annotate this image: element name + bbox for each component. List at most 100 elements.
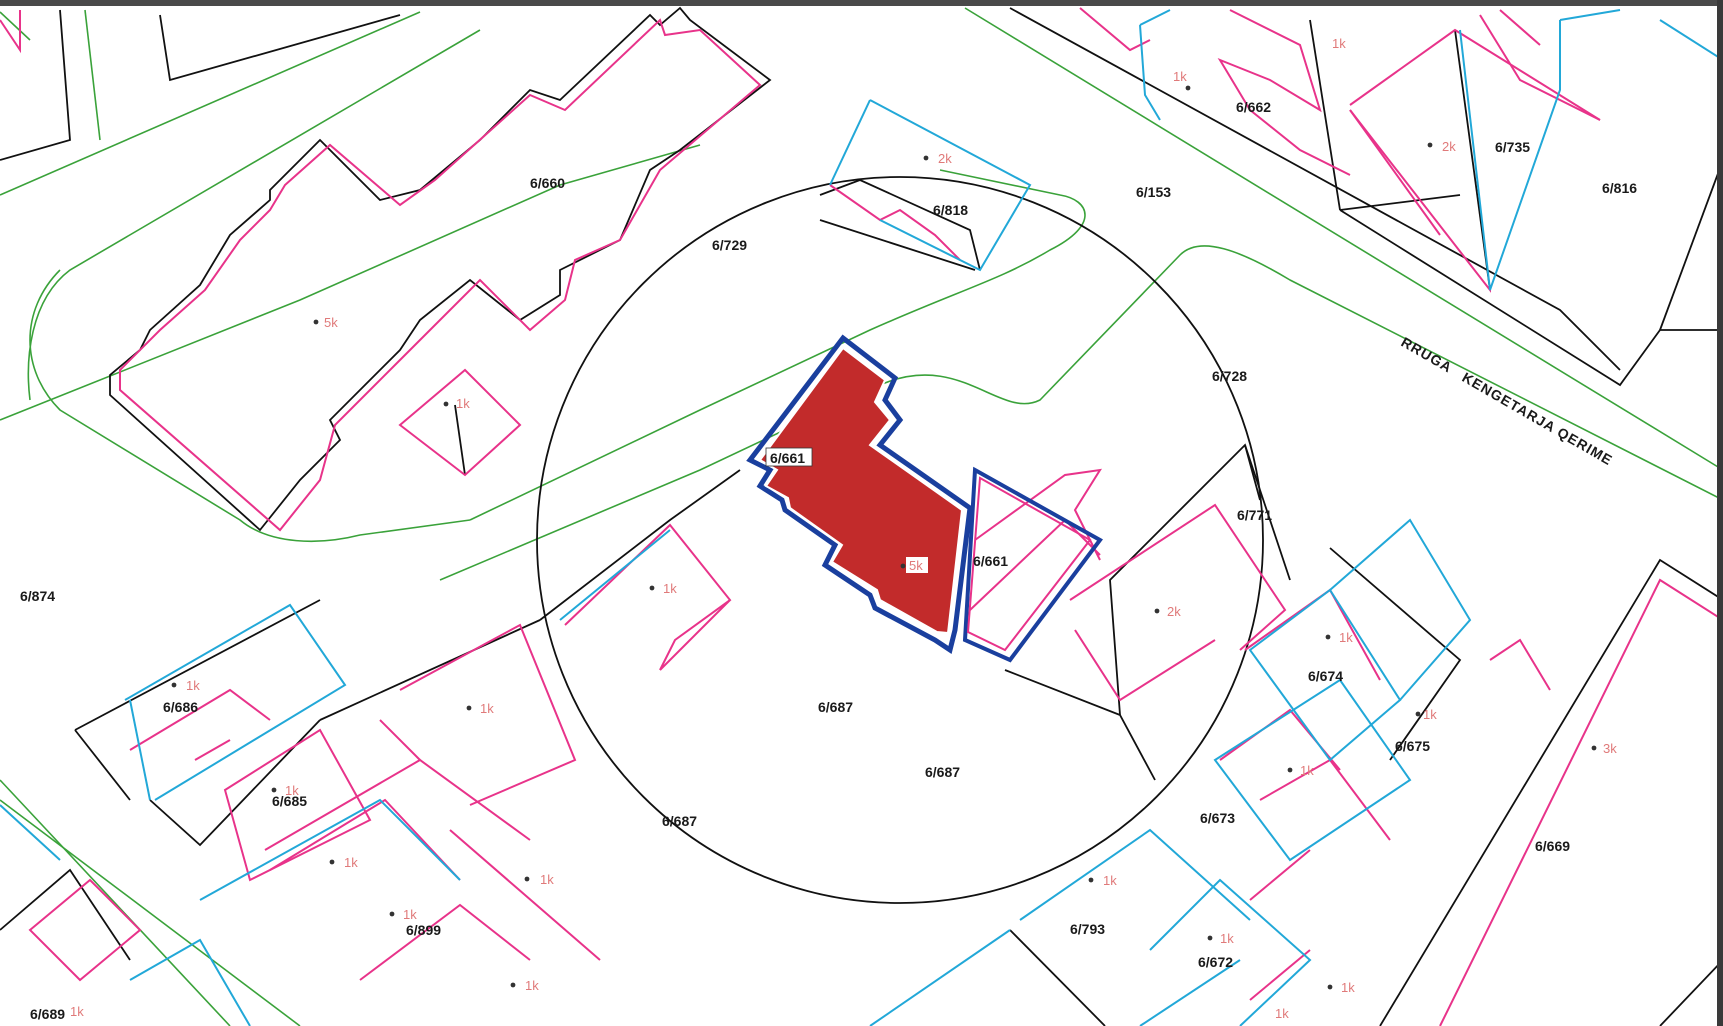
parcel-label: 6/816 (1602, 180, 1637, 196)
building-alt-line (129, 699, 151, 801)
building-outline (819, 219, 976, 271)
building-line (194, 739, 231, 761)
building-line (399, 623, 577, 806)
parcel-label: 6/685 (272, 793, 307, 809)
building-label: 2k (1442, 139, 1456, 154)
parcel-line (74, 599, 321, 731)
building-dot (1287, 767, 1293, 773)
building-outline (1339, 194, 1461, 211)
building-alt-line (829, 99, 871, 186)
building-dot (1207, 935, 1213, 941)
building-label: 1k (1332, 36, 1346, 51)
building-dot (389, 911, 395, 917)
building-line (1489, 638, 1551, 691)
parcel-label: 6/669 (1535, 838, 1570, 854)
building-dot (649, 585, 655, 591)
parcel-label: 6/687 (662, 813, 697, 829)
parcel-line (1659, 959, 1723, 1026)
building-dot (1154, 608, 1160, 614)
building-dot (1327, 984, 1333, 990)
parcel-line (74, 729, 131, 801)
highlight-outline-annex (962, 466, 1103, 663)
building-label: 1k (403, 907, 417, 922)
building-label: 1k (344, 855, 358, 870)
building-label: 1k (186, 678, 200, 693)
building-line (119, 18, 762, 532)
building-dots (171, 85, 1597, 990)
parcel-line (0, 868, 131, 961)
parcel-line (1659, 159, 1723, 331)
building-dot (1427, 142, 1433, 148)
parcel-line (0, 9, 71, 161)
parcel-label: 6/661 (973, 553, 1008, 569)
parcel-label: 6/818 (933, 202, 968, 218)
building-line (359, 903, 531, 981)
building-alt-line (1213, 678, 1412, 862)
building-dot (1185, 85, 1191, 91)
building-label: 5k (909, 558, 923, 573)
building-line (398, 368, 522, 477)
building-dot (443, 401, 449, 407)
parcel-labels: 6/660 6/729 6/818 6/153 6/662 6/735 6/81… (20, 99, 1637, 1022)
building-label: 3k (1603, 741, 1617, 756)
parcel-line (819, 179, 981, 271)
parcel-line (1009, 929, 1106, 1026)
building-label: 1k (663, 581, 677, 596)
building-label: 1k (1339, 630, 1353, 645)
parcel-label: 6/729 (712, 237, 747, 253)
building-dot (1415, 711, 1421, 717)
building-alt-line (1459, 20, 1561, 291)
parcel-label-box (765, 447, 813, 467)
building-line (564, 523, 732, 671)
building-alt-line (1659, 19, 1723, 61)
building-alt-line (1329, 518, 1472, 701)
parcel-label: 6/662 (1236, 99, 1271, 115)
building-label: 2k (938, 151, 952, 166)
scan-frame-right (1717, 0, 1723, 1026)
parcel-line (1339, 209, 1723, 387)
building-label: 1k (1275, 1006, 1289, 1021)
parcel-label: 6/687 (925, 764, 960, 780)
parcel-label: 6/735 (1495, 139, 1530, 155)
building-alt-line (1139, 24, 1161, 121)
highlighted-parcel[interactable] (746, 334, 1103, 663)
building-label: 1k (1220, 931, 1234, 946)
building-alt-line (199, 798, 461, 901)
highlight-outline (746, 334, 973, 655)
building-line (1349, 109, 1441, 236)
building-dot (466, 705, 472, 711)
building-label: 1k (1300, 763, 1314, 778)
road-line (27, 29, 481, 401)
parcel-line (1009, 7, 1621, 371)
building-alt-lines (0, 9, 1723, 1026)
building-line (1249, 849, 1311, 901)
road-line (469, 169, 1086, 521)
building-dot (524, 876, 530, 882)
building-line (659, 599, 731, 671)
street-name: RRUGA KENGETARJA QERIME (1399, 334, 1616, 469)
parcel-line (539, 469, 741, 621)
parcel-line (1329, 547, 1462, 761)
building-dot (510, 982, 516, 988)
building-label: 1k (480, 701, 494, 716)
building-line (0, 10, 21, 54)
building-alt-line (1019, 828, 1251, 921)
parcel-label: 6/672 (1198, 954, 1233, 970)
building-dot (313, 319, 319, 325)
parcel-label: 6/771 (1237, 507, 1272, 523)
building-dot (1591, 745, 1597, 751)
parcel-line (1004, 669, 1156, 781)
building-line (1069, 503, 1287, 651)
parcel-label: 6/675 (1395, 738, 1430, 754)
building-labels: 1k 1k 2k 2k 5k 1k 5k 1k 2k 1k 1k 1k 1k 3… (70, 36, 1617, 1021)
building-label: 1k (1173, 69, 1187, 84)
road-line (439, 245, 1723, 581)
building-alt-line (869, 929, 1011, 1026)
building-line (264, 758, 531, 851)
building-label-box (906, 557, 928, 573)
building-outline (109, 6, 772, 532)
building-line (269, 798, 461, 881)
building-label: 1k (456, 396, 470, 411)
building-line (1259, 758, 1391, 841)
